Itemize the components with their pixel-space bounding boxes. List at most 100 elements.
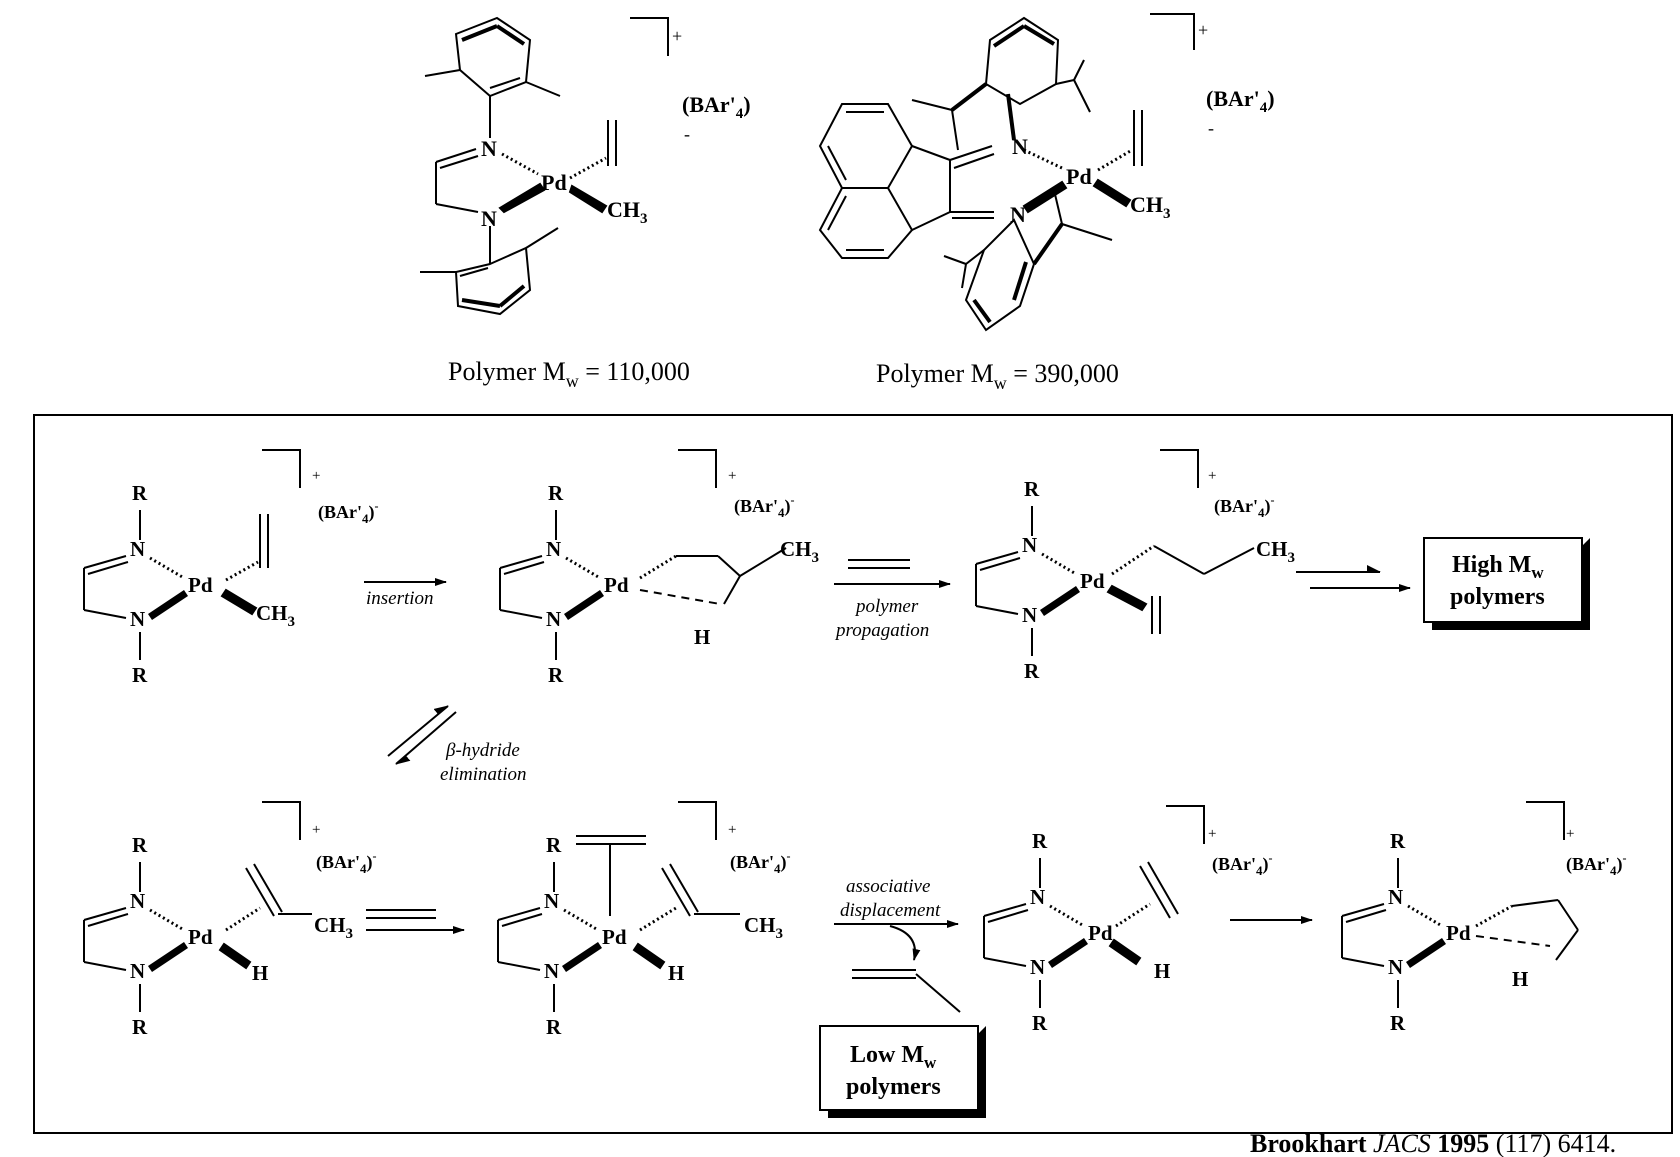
n-label: N — [544, 889, 559, 913]
counter-ion: (BAr'4)- — [316, 849, 377, 876]
mechanism-frame — [33, 414, 1673, 1134]
pd-label: Pd — [188, 925, 213, 949]
row1-structure-3-core — [975, 506, 1080, 656]
h-label: H — [1154, 959, 1170, 983]
beta-hydride-arrow-down — [395, 711, 457, 765]
catalyst-2-text: N N Pd CH3 + (BAr'4) - Polymer Mw = 390,… — [876, 20, 1275, 393]
insertion-caption: insertion — [366, 588, 434, 609]
methyl-top-right — [525, 81, 561, 97]
low-mw-label: Low Mw — [850, 1042, 937, 1072]
row2-structure-4-ligands — [1475, 801, 1579, 961]
n-label: N — [130, 959, 145, 983]
methyl-top-left — [424, 69, 461, 77]
r-label: R — [132, 481, 148, 505]
r-label: R — [1024, 659, 1040, 683]
arrows — [364, 559, 1411, 1013]
n-label: N — [1030, 885, 1045, 909]
row2-structure-4-core — [1341, 858, 1446, 1008]
polymer-mw-label-2: Polymer Mw = 390,000 — [876, 359, 1119, 393]
pd-label: Pd — [541, 170, 567, 195]
row2-structure-1-core — [83, 862, 188, 1012]
n-label: N — [130, 607, 145, 631]
r-label: R — [1024, 477, 1040, 501]
n-label: N — [1022, 533, 1037, 557]
r-label: R — [1390, 1011, 1406, 1035]
arrow-captions: insertion polymer propagation β-hydride … — [366, 588, 941, 921]
counter-ion: (BAr'4)- — [1566, 851, 1627, 878]
n-label: N — [130, 537, 145, 561]
polymer-caption: polymer — [854, 596, 919, 617]
n-label: N — [546, 537, 561, 561]
low-mw-box: Low Mw polymers — [819, 1025, 986, 1118]
plus-sign: + — [728, 468, 736, 484]
pd-label: Pd — [1080, 569, 1105, 593]
n-label: N — [1388, 955, 1403, 979]
row2-structure-3-ligands — [1108, 805, 1205, 966]
naphthalene-ring-1 — [818, 103, 914, 189]
n-label: N — [544, 959, 559, 983]
n-label: N — [1388, 885, 1403, 909]
beta-hydride-arrow-up — [387, 705, 449, 757]
propene-release-arrow — [889, 925, 921, 961]
row2-structure-3-core — [983, 858, 1088, 1008]
r-label: R — [132, 833, 148, 857]
citation: Brookhart JACS 1995 (117) 6414. — [1250, 1129, 1616, 1157]
methyl-bottom-right — [525, 227, 559, 249]
ch3-label: CH3 — [744, 913, 783, 942]
mechanism-structures — [83, 506, 1446, 1012]
beta-hydride-caption: β-hydride — [445, 740, 520, 761]
plus-sign: + — [1208, 468, 1216, 484]
counter-ion: (BAr'4)- — [318, 499, 379, 526]
low-mw-polymers: polymers — [846, 1074, 941, 1100]
n-label: N — [1030, 955, 1045, 979]
ch3-label: CH3 — [1130, 192, 1171, 222]
pd-label: Pd — [1446, 921, 1471, 945]
counter-ion: (BAr'4) — [1206, 86, 1275, 116]
aryl-ring-top-double — [461, 24, 498, 42]
n-label: N — [481, 136, 497, 161]
row2-structure-1-ligands — [218, 801, 312, 970]
plus-sign: + — [672, 26, 682, 46]
n-label: N — [130, 889, 145, 913]
row1-structure-1-core — [83, 510, 188, 660]
pd-label: Pd — [1088, 921, 1113, 945]
catalyst-1-text: N N Pd CH3 + (BAr'4) - Polymer Mw = 110,… — [448, 26, 751, 391]
n-label: N — [1010, 202, 1026, 227]
pd-label: Pd — [1066, 164, 1092, 189]
ch3-label: CH3 — [607, 197, 648, 227]
row1-structure-3-ligands — [1106, 449, 1255, 634]
counter-ion: (BAr'4)- — [730, 849, 791, 876]
r-label: R — [132, 1015, 148, 1039]
high-mw-polymers: polymers — [1450, 584, 1545, 610]
counter-ion: (BAr'4)- — [1212, 851, 1273, 878]
r-label: R — [1390, 829, 1406, 853]
polymer-mw-label-1: Polymer Mw = 110,000 — [448, 357, 690, 391]
ch3-label: CH3 — [1256, 537, 1295, 566]
pd-label: Pd — [604, 573, 629, 597]
row2-structure-2-ligands — [576, 801, 740, 970]
n-label: N — [1022, 603, 1037, 627]
h-label: H — [668, 961, 684, 985]
r-label: R — [546, 1015, 562, 1039]
aryl-ring-top — [984, 16, 1060, 106]
ch3-label: CH3 — [780, 537, 819, 566]
mechanism-labels: RNNRPdCH3+(BAr'4)-RNNRPdCH3H+(BAr'4)-RNN… — [130, 468, 1627, 1039]
n-label: N — [546, 607, 561, 631]
n-label: N — [1012, 134, 1028, 159]
high-mw-box: High Mw polymers — [1423, 537, 1590, 630]
r-label: R — [548, 481, 564, 505]
row1-structure-2-ligands — [639, 449, 787, 605]
naphthalene-ring-2 — [818, 187, 914, 259]
r-label: R — [546, 833, 562, 857]
r-label: R — [1032, 829, 1048, 853]
r-label: R — [1032, 1011, 1048, 1035]
catalyst-2 — [818, 13, 1195, 332]
plus-sign: + — [312, 468, 320, 484]
r-label: R — [132, 663, 148, 687]
associative-caption: associative — [846, 876, 930, 897]
plus-sign: + — [312, 822, 320, 838]
plus-sign: + — [728, 822, 736, 838]
high-mw-label: High Mw — [1452, 552, 1544, 582]
